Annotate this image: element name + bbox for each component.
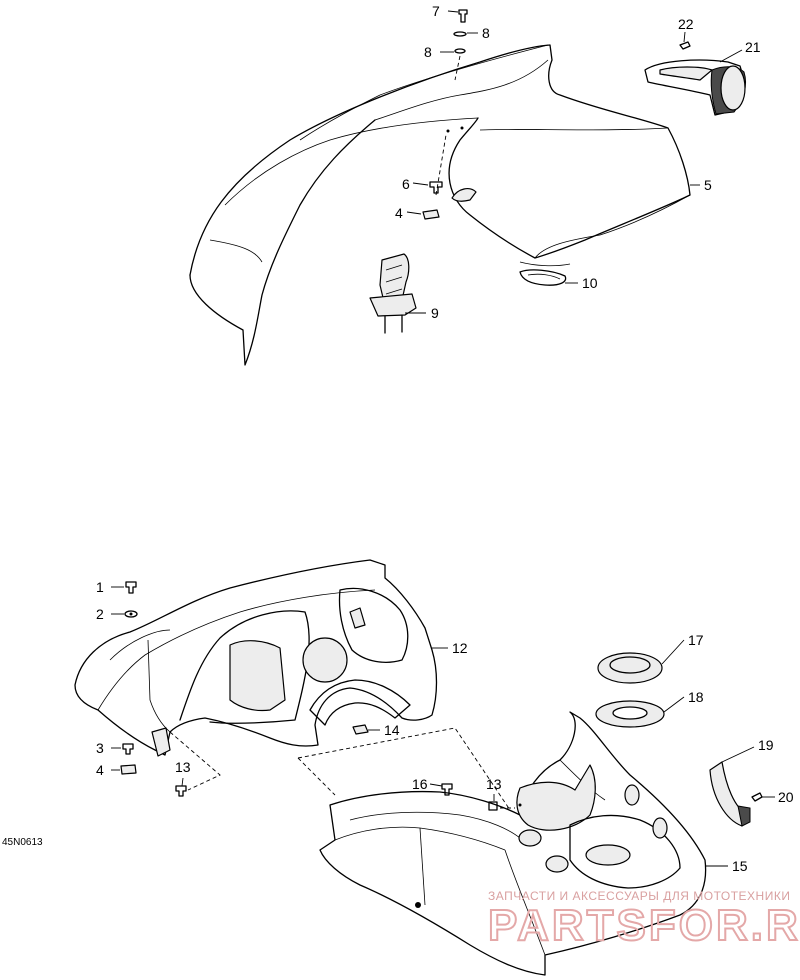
callout-1: 1 [96,579,104,595]
callout-4-lower: 4 [96,762,104,778]
callout-17: 17 [688,632,704,648]
callout-7: 7 [432,3,440,19]
callout-12: 12 [452,640,468,656]
assembly-lines [297,727,511,811]
callout-13-right: 13 [486,776,502,792]
part-11-clip [519,269,567,286]
leader-lines [111,10,775,867]
callout-13-left: 13 [175,759,191,775]
callout-9: 8 [424,44,432,60]
hardware-lower-right [441,652,763,827]
callout-19: 19 [758,737,774,753]
callout-11: 10 [582,275,598,291]
callout-3: 3 [96,740,104,756]
hardware-lower-left [120,581,221,797]
callout-labels: 7 8 8 22 21 6 4 5 10 9 1 2 12 3 4 14 13 … [96,3,794,874]
callout-14: 14 [384,722,400,738]
callout-18: 18 [688,689,704,705]
part-windshield-cowl [189,44,691,366]
callout-2: 2 [96,606,104,622]
callout-8: 8 [482,25,490,41]
callout-16: 16 [412,776,428,792]
part-12-gauge-housing [74,559,438,757]
callout-10: 9 [431,305,439,321]
callout-5: 5 [704,177,712,193]
callout-6: 6 [402,176,410,192]
diagram-code: 45N0613 [2,837,43,848]
watermark: ЗАПЧАСТИ И АКСЕССУАРЫ ДЛЯ МОТОТЕХНИКИ PA… [487,889,800,951]
watermark-caption: ЗАПЧАСТИ И АКСЕССУАРЫ ДЛЯ МОТОТЕХНИКИ [488,889,790,903]
callout-15: 15 [732,858,748,874]
part-21-mirror [644,41,747,116]
callout-21: 21 [745,39,761,55]
callout-20: 20 [778,789,794,805]
hardware-upper [422,9,468,220]
part-15-lower-cowl [319,711,707,976]
callout-22: 22 [678,16,694,32]
watermark-logo: PARTSFOR.RU [488,901,800,950]
callout-4-upper: 4 [395,205,403,221]
part-10-post [369,253,417,334]
